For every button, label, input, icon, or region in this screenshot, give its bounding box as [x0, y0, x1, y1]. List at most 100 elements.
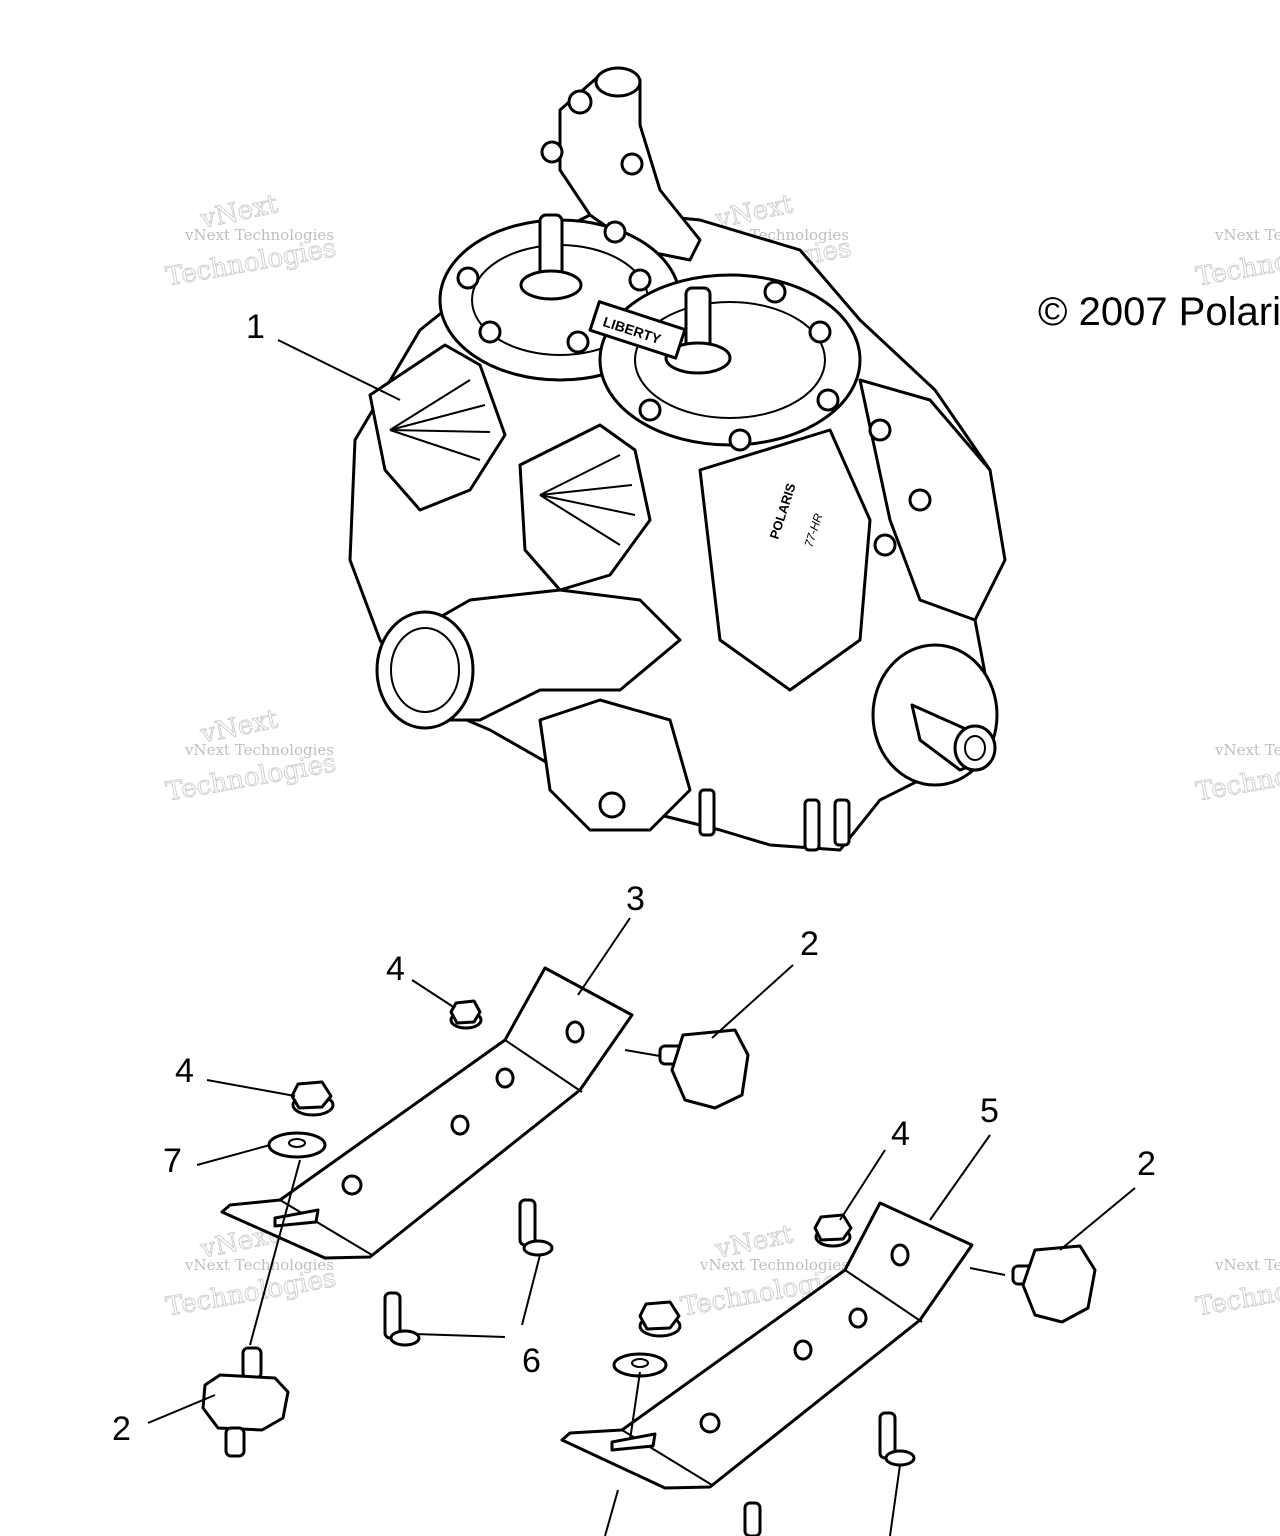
callout-2: 2: [800, 925, 819, 963]
leader-line: [929, 1134, 991, 1221]
washer-hole: [288, 1138, 306, 1148]
flange-nut-b: [290, 1080, 335, 1117]
watermark-small: vNext Technologies: [184, 1256, 334, 1274]
reed-rib: [389, 429, 481, 461]
bolt: [620, 152, 644, 176]
bracket-hole: [450, 1114, 470, 1136]
watermark-small: vNext Technologies: [1214, 1256, 1280, 1274]
leader-lines: [147, 339, 1136, 1536]
callout-2: 2: [112, 1410, 131, 1448]
bolt: [908, 488, 932, 512]
flange-nut-d: [638, 1300, 682, 1338]
head-badge: [588, 300, 687, 360]
bolt-6d: [743, 1501, 762, 1536]
mount-body: [670, 1028, 750, 1110]
leader-line: [1059, 1187, 1136, 1251]
bolt: [598, 791, 626, 819]
watermark-small: vNext Technologies: [699, 1256, 849, 1274]
magneto-cover: [858, 378, 1007, 622]
rubber-mount-left: [201, 1346, 290, 1458]
bolt-head: [389, 1329, 421, 1347]
bolt: [868, 418, 892, 442]
copyright-text: © 2007 Polari: [1038, 290, 1280, 334]
bolt: [603, 220, 627, 244]
bracket-hole: [341, 1174, 363, 1196]
rubber-mount-right: [1011, 1244, 1097, 1324]
leader-line: [577, 917, 631, 996]
mount-bracket-front: [220, 966, 634, 1260]
leader-line: [249, 1159, 301, 1346]
bolt: [456, 266, 480, 290]
nut-hex: [449, 999, 482, 1025]
spark-plug-left-base: [519, 269, 583, 301]
bolt: [873, 533, 897, 557]
nut-hex: [813, 1213, 853, 1242]
leader-line: [889, 1464, 901, 1536]
bracket-hole: [495, 1067, 515, 1089]
leader-line: [277, 339, 401, 401]
cylinder-block: [698, 428, 872, 692]
reed-rib: [389, 379, 471, 431]
leader-line: [624, 1049, 661, 1057]
bracket-hole: [699, 1412, 721, 1434]
bracket-5-plate: [560, 1201, 974, 1490]
callout-4: 4: [891, 1115, 910, 1153]
mount-stud-top: [241, 1346, 263, 1380]
bolt: [567, 89, 593, 115]
bracket-hole: [848, 1307, 868, 1329]
bracket-hole: [890, 1243, 910, 1267]
flange-nut-a: [449, 999, 483, 1030]
bolt: [540, 140, 564, 164]
reed-cover-upper: [368, 343, 507, 512]
bolt: [728, 428, 752, 452]
rubber-mount-upper: [658, 1028, 750, 1110]
reed-cover-lower: [518, 423, 652, 592]
callout-4: 4: [386, 950, 405, 988]
bracket-slot: [610, 1432, 657, 1452]
reed-rib: [539, 494, 621, 546]
bolt: [478, 320, 502, 344]
exhaust-pipe-opening: [390, 627, 460, 713]
bolt-shank: [518, 1198, 537, 1247]
reed-rib: [539, 494, 636, 516]
watermark-small: vNext Technologies: [184, 226, 334, 244]
flange-nut-c: [813, 1213, 853, 1248]
callout-5: 5: [980, 1092, 999, 1130]
bolt: [816, 388, 840, 412]
leader-line: [629, 1371, 641, 1441]
leader-line: [147, 1394, 216, 1424]
callout-1: 1: [246, 308, 265, 346]
callout-2: 2: [1137, 1145, 1156, 1183]
leader-line: [711, 964, 794, 1039]
bolt-6b: [383, 1291, 421, 1347]
callout-7: 7: [163, 1142, 182, 1180]
washer: [267, 1131, 327, 1159]
mount-bracket-rear: [560, 1201, 974, 1490]
bolt-shank: [743, 1501, 762, 1536]
mount-body: [201, 1373, 290, 1432]
watermark-small: vNext Technologies: [184, 741, 334, 759]
bolt-6a: [518, 1198, 554, 1257]
reed-rib: [389, 404, 486, 431]
water-pump-housing: [538, 698, 692, 832]
callout-3: 3: [626, 880, 645, 918]
mount-body: [1021, 1244, 1097, 1324]
mount-stud-bottom: [224, 1426, 246, 1458]
coolant-outlet-opening: [594, 66, 642, 98]
bolt-head: [884, 1449, 916, 1467]
callout-6: 6: [522, 1342, 541, 1380]
stud: [698, 788, 716, 837]
engine-assembly: LIBERTY POLARIS 77-HR: [348, 66, 1007, 852]
callout-4: 4: [175, 1052, 194, 1090]
watermark-small: vNext Technologies: [1214, 741, 1280, 759]
bolt-6c: [878, 1411, 916, 1467]
nut-hex: [638, 1300, 681, 1331]
bolt: [763, 280, 787, 304]
washer-hole: [631, 1358, 649, 1368]
spark-plug-right-base: [664, 341, 732, 375]
reed-rib: [389, 429, 491, 433]
bracket-hole: [793, 1339, 813, 1361]
leader-line: [196, 1144, 271, 1166]
leader-line: [839, 1149, 886, 1221]
